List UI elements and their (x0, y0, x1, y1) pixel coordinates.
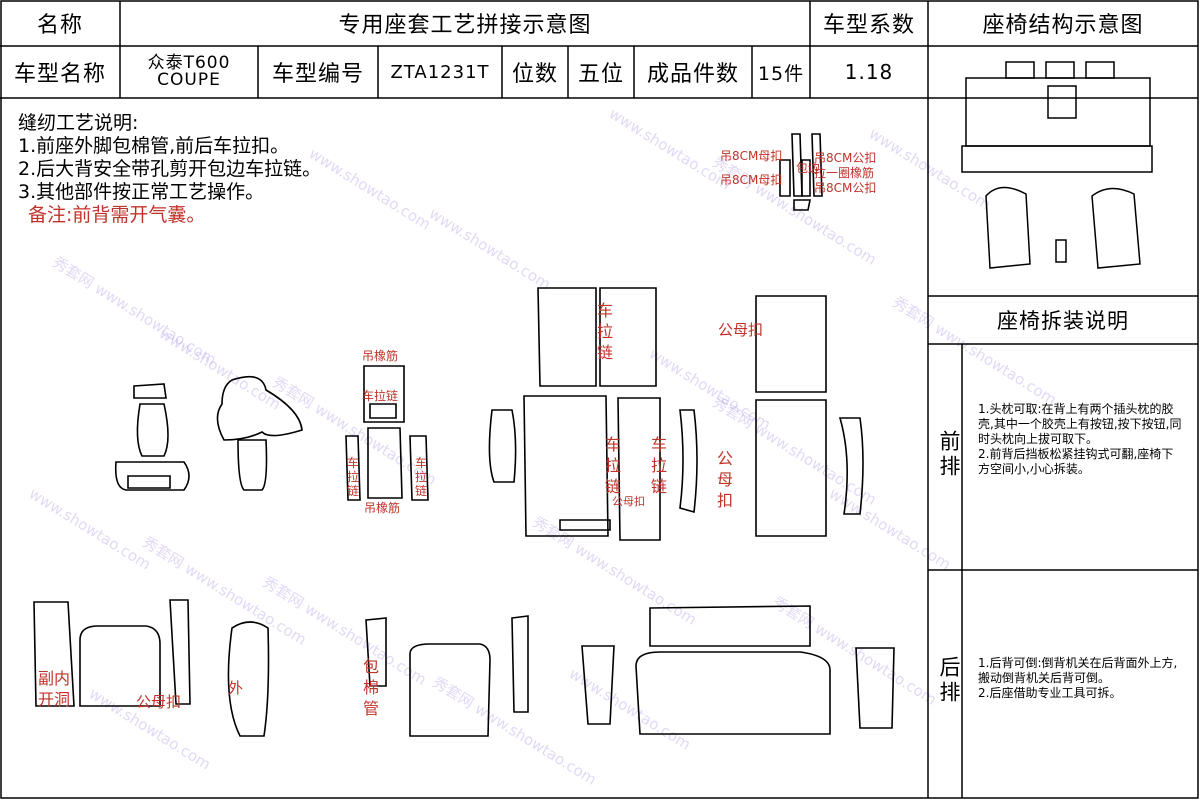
name-label: 名称 (36, 13, 83, 38)
pieces-label: 成品件数 (646, 62, 739, 87)
front-row-label: 前排 (937, 430, 961, 480)
sewing-notes: 缝纫工艺说明: 1.前座外脚包棉管,前后车拉扣。 2.后大背安全带孔剪开包边车拉… (18, 112, 321, 227)
coef-value: 1.18 (844, 60, 894, 84)
piece-label-17: 公母扣 (716, 449, 733, 510)
headrest-pieces (114, 375, 303, 491)
coef-label: 车型系数 (822, 13, 915, 38)
piece-label-21: 包棉管 (362, 657, 379, 718)
small-trim-pieces (779, 133, 823, 211)
piece-label-18: 副内开洞 (37, 669, 70, 709)
piece-label-11: 吊橡筋 (364, 501, 401, 515)
piece-label-4: 吊8CM公扣 (814, 151, 877, 165)
piece-label-10: 车拉链 (414, 456, 427, 498)
notes-title: 缝纫工艺说明: (18, 112, 139, 134)
piece-label-12: 公母扣 (718, 321, 764, 339)
piece-label-16: 公母扣 (612, 495, 645, 508)
piece-label-19: 公母扣 (136, 693, 182, 711)
piece-label-9: 车拉链 (346, 456, 359, 498)
piece-label-6: 吊8CM公扣 (814, 181, 877, 195)
front-row-instructions: 1.头枕可取:在背上有两个插头枕的胶壳,其中一个胶壳上有按钮,按下按钮,同时头枕… (978, 402, 1182, 476)
structure-title: 座椅结构示意图 (982, 13, 1144, 38)
model-name: 众泰T600 COUPE (147, 53, 231, 90)
front-back-pieces (488, 287, 864, 541)
rear-row-instructions: 1.后背可倒:倒背机关在后背面外上方,搬动倒背机关后背可倒。 2.后座借助专业工… (978, 656, 1178, 700)
piece-label-3: 吊8CM母扣 (720, 173, 783, 187)
piece-label-2: 包边 (796, 161, 821, 175)
piece-label-14: 车拉链 (604, 435, 621, 496)
piece-label-15: 车拉链 (650, 435, 667, 496)
piece-label-1: 吊8CM母扣 (720, 149, 783, 163)
piece-label-20: 外 (228, 679, 244, 697)
rear-seat-pieces (33, 599, 895, 737)
piece-label-13: 车拉链 (596, 301, 613, 362)
disassembly-title: 座椅拆装说明 (997, 309, 1129, 333)
diagram-title: 专用座套工艺拼接示意图 (338, 13, 592, 38)
seats-label: 位数 (511, 62, 558, 87)
front-seat-pieces (345, 365, 429, 501)
notes-line-2: 2.后大背安全带孔剪开包边车拉链。 (18, 158, 322, 180)
seats-value: 五位 (577, 62, 624, 87)
notes-remark: 备注:前背需开气囊。 (28, 204, 206, 226)
model-no-label: 车型编号 (271, 62, 364, 87)
piece-label-7: 吊橡筋 (362, 349, 399, 363)
model-no: ZTA1231T (390, 61, 490, 83)
notes-line-1: 1.前座外脚包棉管,前后车拉扣。 (18, 135, 290, 157)
notes-line-3: 3.其他部件按正常工艺操作。 (18, 181, 265, 203)
piece-label-8: 车拉链 (362, 389, 399, 403)
piece-label-5: 拉一圈橡筋 (814, 166, 875, 180)
pieces-value: 15件 (757, 62, 805, 85)
rear-row-label: 后排 (937, 656, 961, 706)
model-name-label: 车型名称 (13, 62, 106, 87)
